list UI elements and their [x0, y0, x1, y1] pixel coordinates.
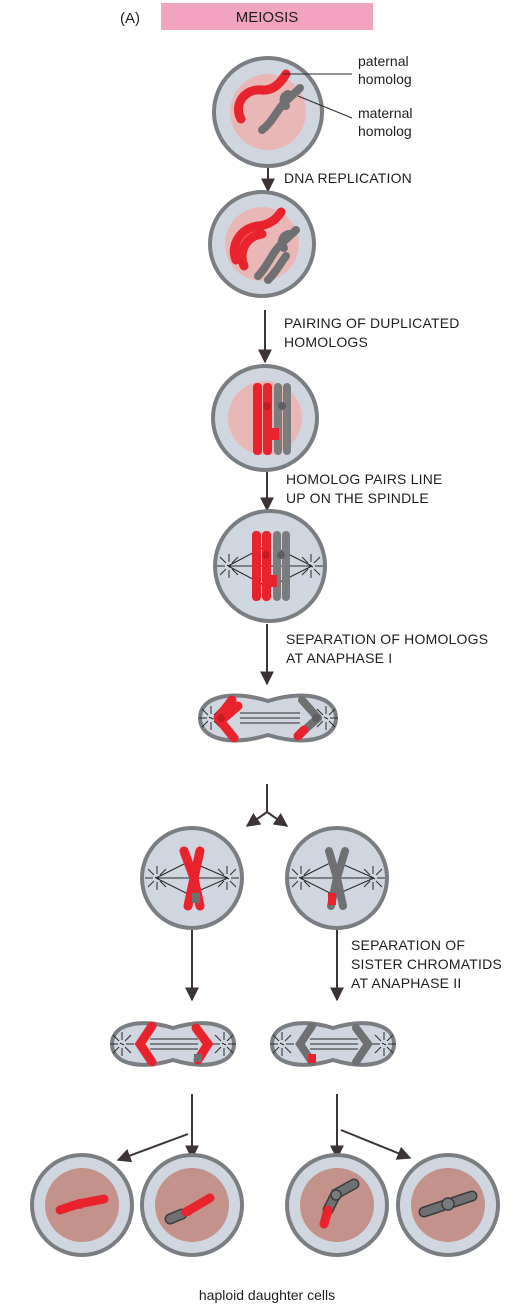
cell-metaphase-i [215, 511, 325, 621]
split-arrow-meiosis-i [247, 784, 287, 826]
cell-paired [213, 366, 317, 470]
daughter-cell-3 [287, 1155, 387, 1255]
title-text: MEIOSIS [236, 9, 299, 26]
split-arrow-right [337, 1094, 410, 1158]
split-arrow-left [118, 1094, 192, 1160]
daughter-cell-1 [32, 1155, 132, 1255]
cell-anaphase-ii-left [110, 1023, 236, 1065]
daughter-cell-4 [398, 1155, 498, 1255]
cell-anaphase-ii-right [270, 1023, 396, 1065]
cell-metaphase-ii-right [287, 828, 387, 928]
daughter-cell-2 [142, 1155, 242, 1255]
cell-metaphase-ii-left [142, 828, 242, 928]
cell-anaphase-i [199, 696, 338, 741]
cell-replicated [210, 192, 314, 296]
step-dna-replication: DNA REPLICATION [284, 170, 412, 186]
footer-label: haploid daughter cells [199, 1287, 335, 1303]
panel-tag: (A) [120, 10, 140, 27]
